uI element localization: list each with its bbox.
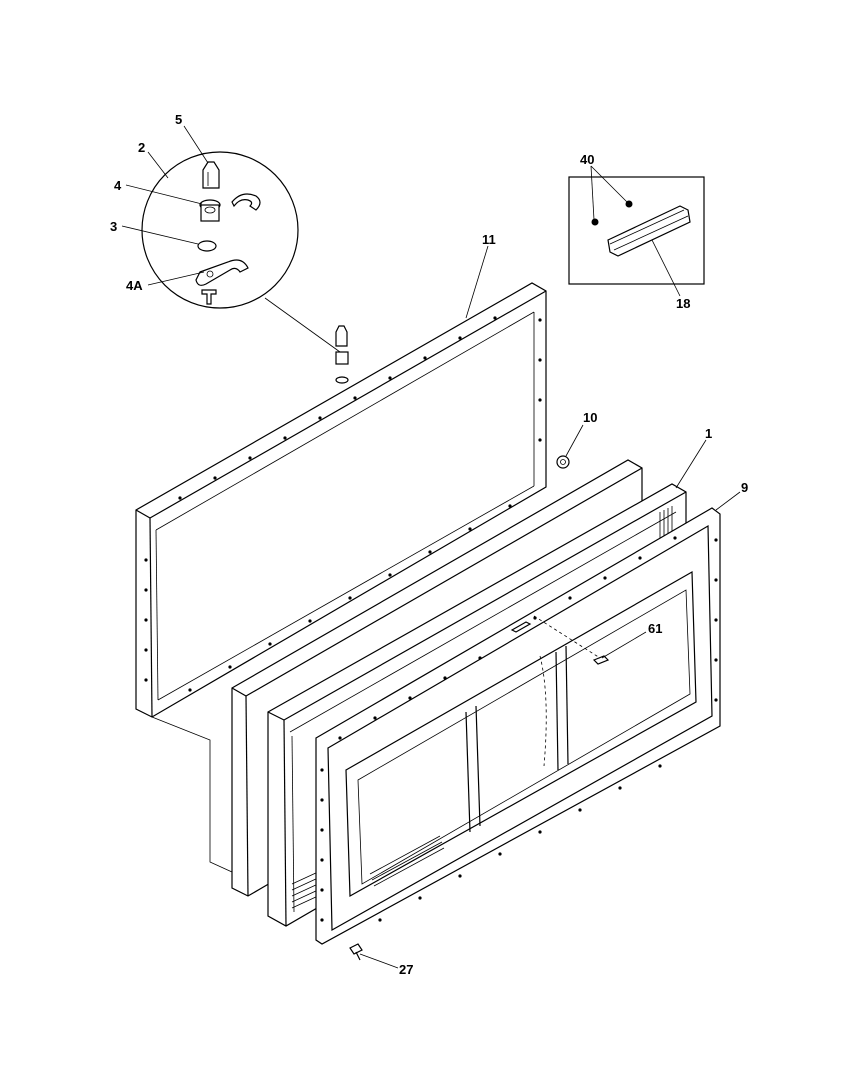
callout-2: 2 (138, 140, 145, 155)
callout-1: 1 (705, 426, 712, 441)
callout-4a: 4A (126, 278, 143, 293)
callout-11: 11 (482, 232, 496, 247)
hinge-detail-inset (141, 151, 299, 309)
hinge-clip (231, 193, 261, 211)
part-61-clip (592, 655, 610, 665)
door-handle-part-18 (607, 205, 691, 257)
screw-part-27 (349, 943, 363, 961)
nut-part-10 (556, 455, 570, 469)
callout-10: 10 (583, 410, 597, 425)
callout-4: 4 (114, 178, 122, 193)
callout-27: 27 (399, 962, 413, 977)
callout-labels: 5 2 4 3 4A 11 40 18 10 1 9 61 27 (110, 112, 748, 977)
callout-5: 5 (175, 112, 182, 127)
outer-door-panel-part-9 (315, 507, 721, 945)
callout-18: 18 (676, 296, 690, 311)
callout-40: 40 (580, 152, 594, 167)
callout-9: 9 (741, 480, 748, 495)
washer-part-3 (197, 240, 217, 252)
back-panel-part-11 (135, 282, 547, 718)
hinge-bushing-part-4 (199, 199, 221, 222)
callout-3: 3 (110, 219, 117, 234)
callout-61: 61 (648, 621, 662, 636)
callout-leaders (121, 125, 741, 969)
handle-detail-inset (568, 176, 705, 285)
hinge-pin-part-5 (202, 161, 220, 189)
hinge-bracket-part-4a (195, 259, 249, 286)
hinge-screw (201, 289, 217, 305)
